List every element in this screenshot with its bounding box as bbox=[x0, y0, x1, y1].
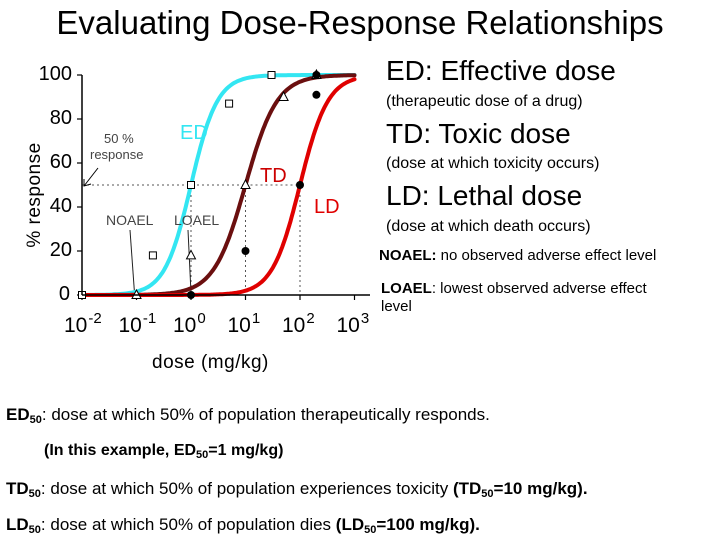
loael-term: LOAEL bbox=[381, 280, 432, 297]
response50-arrow bbox=[83, 167, 99, 187]
y-axis-label: % response bbox=[24, 142, 45, 248]
legend-loael-line2: level bbox=[381, 298, 412, 315]
ld50-bold-prefix: (LD bbox=[335, 515, 365, 534]
ld50-example: (LD50=100 mg/kg). bbox=[335, 515, 480, 536]
noael-label: NOAEL bbox=[106, 212, 154, 228]
response50-label-line2: response bbox=[90, 147, 144, 162]
ld-marker-3 bbox=[312, 90, 321, 99]
legend-ld-title: LD: Lethal dose bbox=[386, 180, 583, 211]
x-tick-exponent: -1 bbox=[142, 310, 157, 327]
ed-marker-1 bbox=[148, 251, 157, 260]
td50-term: TD50 bbox=[6, 479, 41, 500]
td50-sub: 50 bbox=[28, 488, 41, 500]
x-tick-label: 100 bbox=[173, 310, 206, 338]
response50-arrowhead bbox=[83, 179, 92, 187]
noael-term: NOAEL: bbox=[379, 247, 437, 264]
page-title: Evaluating Dose-Response Relationships bbox=[56, 4, 664, 41]
td50-bold-prefix: (TD bbox=[452, 479, 482, 498]
td-marker-2 bbox=[240, 178, 251, 189]
td50-example: (TD50=10 mg/kg). bbox=[452, 479, 588, 500]
x-tick-exponent: 2 bbox=[306, 310, 315, 327]
x-tick-base: 10 bbox=[118, 314, 142, 337]
ld-marker-1 bbox=[241, 247, 250, 255]
td50-prefix: TD bbox=[6, 479, 29, 498]
x-tick-exponent: 0 bbox=[197, 310, 206, 327]
legend-noael: NOAEL: no observed adverse effect level bbox=[379, 247, 656, 264]
ld50-bold-sub: 50 bbox=[364, 524, 377, 536]
legend-td-title: TD: Toxic dose bbox=[386, 118, 571, 149]
x-tick-label: 102 bbox=[282, 310, 315, 338]
x-tick-exponent: -2 bbox=[88, 310, 102, 327]
ed-marker-3 bbox=[225, 99, 234, 108]
x-tick-base: 10 bbox=[173, 314, 197, 337]
legend-td-desc: (dose at which toxicity occurs) bbox=[386, 155, 600, 172]
ld50-note: LD50: dose at which 50% of population di… bbox=[6, 515, 480, 536]
ed-marker-2 bbox=[187, 181, 195, 189]
loael-definition: : lowest observed adverse effect bbox=[431, 280, 647, 297]
y-tick-label: 40 bbox=[49, 195, 72, 217]
ld50-text: : dose at which 50% of population dies bbox=[40, 515, 336, 534]
noael-pointer bbox=[129, 229, 135, 294]
ed50-note: ED50: dose at which 50% of population th… bbox=[6, 405, 490, 426]
y-tick-label: 0 bbox=[58, 283, 70, 305]
td50-note: TD50: dose at which 50% of population ex… bbox=[6, 479, 588, 500]
legend-ld-desc: (dose at which death occurs) bbox=[386, 218, 591, 235]
x-tick-label: 103 bbox=[337, 310, 370, 338]
ld50-term: LD50 bbox=[6, 515, 41, 536]
loael-pointer bbox=[187, 229, 192, 294]
y-tick-label: 80 bbox=[49, 107, 72, 129]
ld-curve-label: LD bbox=[314, 196, 340, 218]
td-marker-3 bbox=[278, 90, 289, 101]
td50-bold-sub: 50 bbox=[481, 488, 494, 500]
ld50-prefix: LD bbox=[6, 515, 29, 534]
ed50-prefix: ED bbox=[6, 405, 30, 424]
example-prefix: (In this example, ED bbox=[44, 442, 197, 459]
x-tick-label: 101 bbox=[228, 310, 261, 338]
ed-marker-4 bbox=[267, 71, 276, 79]
ld-marker-4 bbox=[312, 71, 321, 79]
ed50-text: : dose at which 50% of population therap… bbox=[41, 405, 490, 424]
loael-label: LOAEL bbox=[174, 212, 220, 228]
example-suffix: =1 mg/kg) bbox=[208, 442, 284, 459]
y-axis-label-wrap: % response bbox=[24, 120, 46, 270]
x-axis-label: dose (mg/kg) bbox=[152, 352, 269, 373]
td50-bold-suffix: =10 mg/kg). bbox=[493, 479, 588, 498]
x-tick-base: 10 bbox=[227, 314, 251, 337]
x-tick-label: 10-2 bbox=[64, 310, 102, 338]
td-marker-1 bbox=[185, 249, 197, 260]
legend-ed-desc: (therapeutic dose of a drug) bbox=[386, 93, 583, 110]
ed50-term: ED50 bbox=[6, 405, 42, 426]
ld50-bold-suffix: =100 mg/kg). bbox=[376, 515, 480, 534]
example-sub: 50 bbox=[196, 449, 209, 461]
y-tick-label: 100 bbox=[38, 63, 72, 85]
x-tick-base: 10 bbox=[282, 314, 306, 337]
legend-ed-title: ED: Effective dose bbox=[386, 55, 616, 86]
td50-text: : dose at which 50% of population experi… bbox=[40, 479, 453, 498]
x-tick-base: 10 bbox=[64, 314, 88, 337]
ed50-sub: 50 bbox=[29, 414, 42, 426]
ld50-sub: 50 bbox=[28, 524, 41, 536]
x-tick-exponent: 1 bbox=[251, 310, 261, 327]
response50-label-line1: 50 % bbox=[104, 131, 134, 146]
ld-marker-2 bbox=[296, 181, 304, 189]
x-tick-base: 10 bbox=[336, 314, 360, 337]
guide-lines bbox=[82, 184, 301, 295]
y-tick-label: 20 bbox=[49, 239, 72, 261]
y-tick-label: 60 bbox=[49, 151, 72, 173]
td-curve-label: TD bbox=[260, 165, 287, 187]
x-tick-exponent: 3 bbox=[360, 310, 370, 327]
x-tick-label: 10-1 bbox=[119, 310, 157, 338]
noael-definition: no observed adverse effect level bbox=[436, 247, 657, 264]
legend-loael: LOAEL: lowest observed adverse effect bbox=[381, 280, 647, 297]
ed50-example: (In this example, ED50=1 mg/kg) bbox=[44, 442, 283, 461]
ed-curve-label: ED bbox=[180, 122, 208, 144]
